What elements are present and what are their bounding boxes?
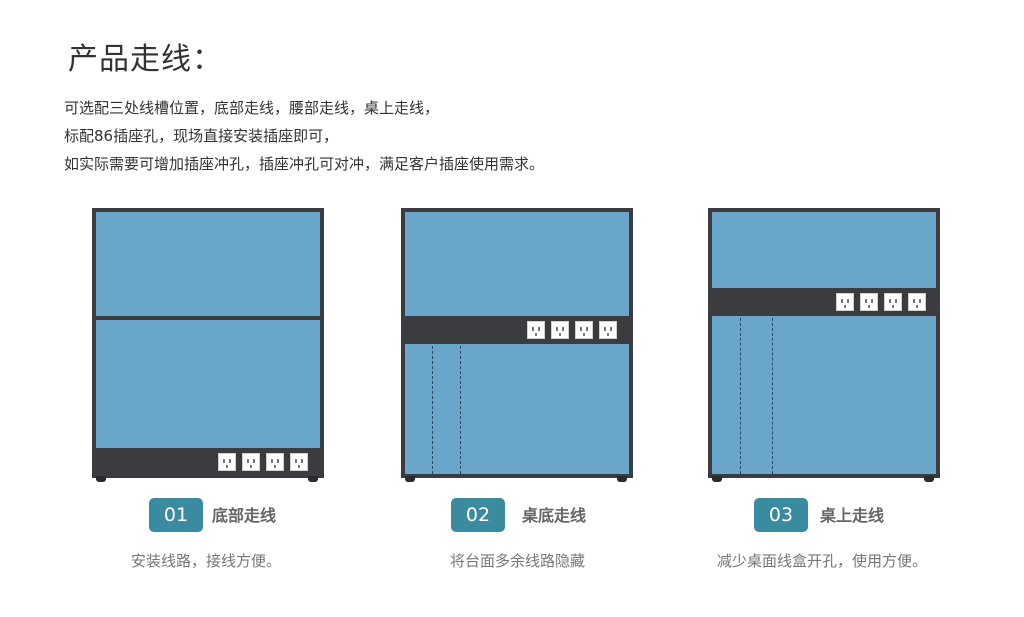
fabric-upper xyxy=(405,212,629,316)
cable-channel-line xyxy=(432,346,433,474)
fabric-lower xyxy=(712,316,936,474)
panel-foot xyxy=(924,476,934,482)
option-number-badge: 02 xyxy=(451,498,505,532)
fabric-upper xyxy=(712,212,936,288)
socket-icon xyxy=(290,453,308,471)
panel-foot xyxy=(405,476,415,482)
fabric-lower xyxy=(96,320,320,448)
socket-icon xyxy=(266,453,284,471)
panel-foot xyxy=(96,476,106,482)
intro-line-1: 可选配三处线槽位置，底部走线，腰部走线，桌上走线， xyxy=(64,99,440,117)
option-title: 桌上走线 xyxy=(820,506,885,525)
socket-icon xyxy=(884,293,902,311)
intro-line-3: 如实际需要可增加插座冲孔，插座冲孔可对冲，满足客户插座使用需求。 xyxy=(64,155,545,173)
panel-bottom-wiring xyxy=(92,208,324,482)
socket-icon xyxy=(551,321,569,339)
cable-channel-line xyxy=(772,318,773,474)
intro-line-2: 标配86插座孔，现场直接安装插座即可， xyxy=(64,127,339,145)
section-title: 产品走线： xyxy=(68,42,223,77)
socket-icon xyxy=(836,293,854,311)
socket-icon xyxy=(242,453,260,471)
panel-underdesk-wiring xyxy=(401,208,633,482)
cable-tray-top xyxy=(712,288,936,316)
socket-icon xyxy=(860,293,878,311)
socket-icon xyxy=(599,321,617,339)
cable-channel-line xyxy=(460,346,461,474)
option-description: 安装线路，接线方便。 xyxy=(131,552,282,570)
panel-frame xyxy=(708,208,940,478)
option-description: 将台面多余线路隐藏 xyxy=(450,552,586,570)
panel-frame xyxy=(92,208,324,478)
panel-desktop-wiring xyxy=(708,208,940,482)
socket-icon xyxy=(908,293,926,311)
option-number-badge: 03 xyxy=(754,498,808,532)
fabric-upper xyxy=(96,212,320,316)
socket-icon xyxy=(218,453,236,471)
option-description: 减少桌面线盒开孔，使用方便。 xyxy=(717,552,928,570)
cable-channel-line xyxy=(740,318,741,474)
panel-foot xyxy=(712,476,722,482)
panel-frame xyxy=(401,208,633,478)
cable-tray-bottom xyxy=(96,448,320,476)
option-number-badge: 01 xyxy=(149,498,203,532)
socket-icon xyxy=(527,321,545,339)
fabric-lower xyxy=(405,344,629,474)
panel-foot xyxy=(617,476,627,482)
option-title: 底部走线 xyxy=(212,506,277,525)
cable-tray-middle xyxy=(405,316,629,344)
panel-foot xyxy=(308,476,318,482)
socket-icon xyxy=(575,321,593,339)
option-title: 桌底走线 xyxy=(522,506,587,525)
